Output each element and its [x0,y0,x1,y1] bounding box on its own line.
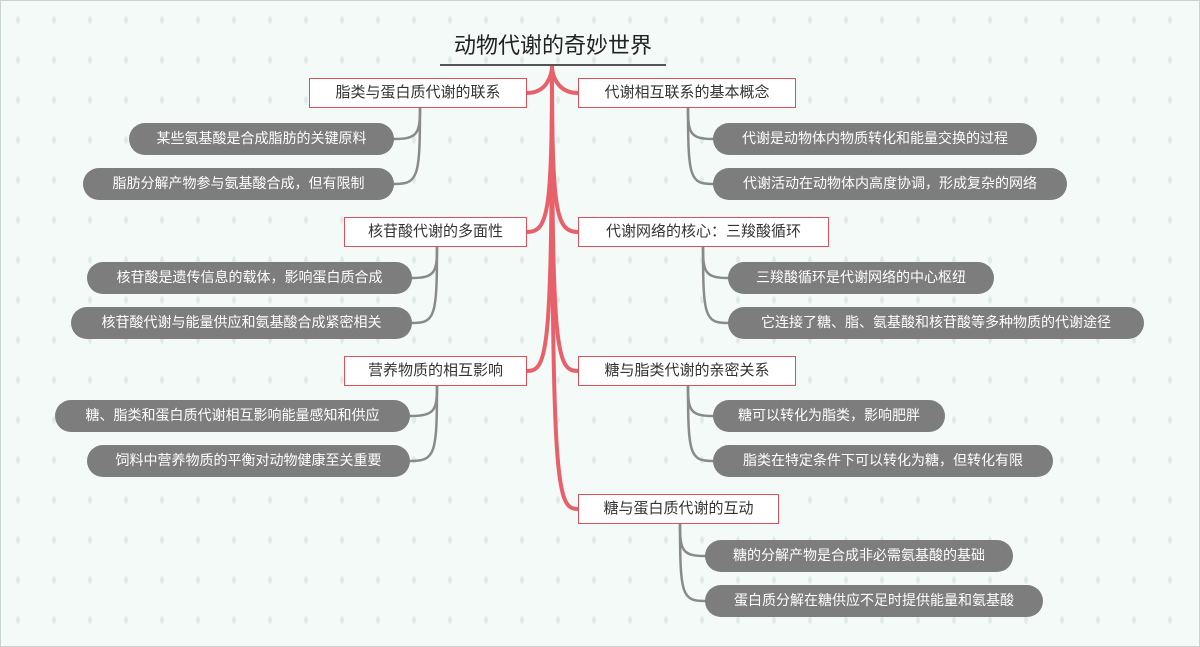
topic-sugar-protein[interactable]: 糖与蛋白质代谢的互动 [578,494,779,524]
subtopic-nucleotide-1[interactable]: 核苷酸是遗传信息的载体，影响蛋白质合成 [87,262,412,294]
connector-right-0-0 [686,106,715,141]
subtopic-sugar-protein-1[interactable]: 糖的分解产物是合成非必需氨基酸的基础 [705,540,1013,572]
connector-right-0-1 [686,106,715,186]
connector-right-2-0 [686,384,715,418]
topic-nucleotide[interactable]: 核苷酸代谢的多面性 [344,217,527,247]
topic-basic-concept[interactable]: 代谢相互联系的基本概念 [578,78,796,108]
branch-left-2 [525,64,554,373]
topic-lipid-protein[interactable]: 脂类与蛋白质代谢的联系 [309,78,527,108]
subtopic-nutrient-interaction-1[interactable]: 糖、脂类和蛋白质代谢相互影响能量感知和供应 [55,400,410,432]
topic-nutrient-interaction[interactable]: 营养物质的相互影响 [344,356,527,386]
topic-sugar-lipid[interactable]: 糖与脂类代谢的亲密关系 [578,356,796,386]
branch-left-0 [525,64,554,95]
subtopic-basic-concept-1[interactable]: 代谢是动物体内物质转化和能量交换的过程 [713,123,1037,155]
connector-right-2-1 [686,384,715,463]
connector-right-1-1 [701,245,730,325]
subtopic-nutrient-interaction-2[interactable]: 饲料中营养物质的平衡对动物健康至关重要 [87,445,410,477]
connector-left-2-1 [408,384,439,463]
subtopic-basic-concept-2[interactable]: 代谢活动在动物体内高度协调，形成复杂的网络 [713,168,1067,200]
subtopic-sugar-protein-2[interactable]: 蛋白质分解在糖供应不足时提供能量和氨基酸 [705,585,1043,617]
subtopic-sugar-lipid-1[interactable]: 糖可以转化为脂类，影响肥胖 [713,400,945,432]
subtopic-tca-cycle-1[interactable]: 三羧酸循环是代谢网络的中心枢纽 [728,262,994,294]
connector-right-3-1 [678,522,707,603]
connector-left-1-1 [410,245,439,325]
subtopic-nucleotide-2[interactable]: 核苷酸代谢与能量供应和氨基酸合成紧密相关 [71,307,412,339]
connector-right-1-0 [701,245,730,280]
connector-left-1-0 [410,245,439,280]
central-title[interactable]: 动物代谢的奇妙世界 [440,32,666,66]
subtopic-sugar-lipid-2[interactable]: 脂类在特定条件下可以转化为糖，但转化有限 [713,445,1053,477]
branch-right-3 [550,64,580,511]
branch-right-0 [550,64,580,95]
connector-left-0-1 [392,106,422,186]
connector-left-0-0 [392,106,422,141]
subtopic-lipid-protein-1[interactable]: 某些氨基酸是合成脂肪的关键原料 [129,123,394,155]
topic-tca-cycle[interactable]: 代谢网络的核心：三羧酸循环 [578,217,829,247]
branch-right-2 [550,64,580,373]
connector-left-2-0 [408,384,439,418]
subtopic-lipid-protein-2[interactable]: 脂肪分解产物参与氨基酸合成，但有限制 [83,168,394,200]
connector-right-3-0 [678,522,707,558]
subtopic-tca-cycle-2[interactable]: 它连接了糖、脂、氨基酸和核苷酸等多种物质的代谢途径 [728,307,1144,339]
